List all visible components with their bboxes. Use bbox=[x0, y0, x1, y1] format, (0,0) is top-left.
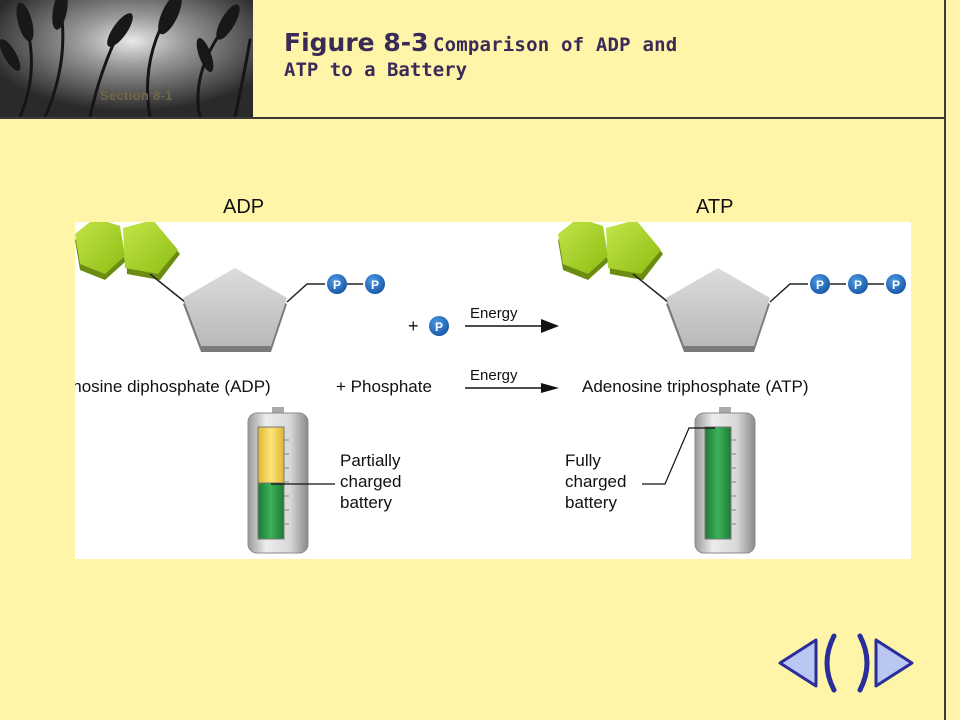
slide-right-border bbox=[944, 0, 960, 720]
adp-atp-diagram: P P + P Energy bbox=[42, 218, 911, 559]
phosphate-label: P bbox=[333, 278, 341, 292]
wheat-thumbnail-image: Section 8-1 bbox=[0, 0, 253, 117]
section-label: Section 8-1 bbox=[100, 88, 173, 103]
slide-title: Figure 8-3 Comparison of ADP and ATP to … bbox=[284, 28, 884, 81]
adp-label: ADP bbox=[223, 196, 265, 218]
title-line1: Comparison of ADP and bbox=[432, 34, 678, 56]
phosphate-group-icon: P P bbox=[325, 272, 387, 296]
back-arrow-icon bbox=[778, 633, 837, 693]
full-battery-line2: charged bbox=[565, 472, 626, 491]
phosphate-label: P bbox=[854, 278, 862, 292]
partial-battery-line1: Partially bbox=[340, 451, 401, 470]
full-battery-line1: Fully bbox=[565, 451, 601, 470]
atp-full-name: Adenosine triphosphate (ATP) bbox=[582, 377, 808, 396]
plus-phosphate-label: + Phosphate bbox=[336, 377, 432, 396]
adp-molecule: P P bbox=[75, 218, 387, 352]
header-divider bbox=[0, 117, 960, 119]
full-battery-caption: Fully charged battery bbox=[565, 451, 631, 512]
energy-arrow-icon bbox=[465, 319, 559, 333]
plus-sign: + bbox=[408, 316, 419, 336]
partial-battery-caption: Partially charged battery bbox=[340, 451, 406, 512]
phosphate-label: P bbox=[816, 278, 824, 292]
full-battery-line3: battery bbox=[565, 493, 617, 512]
energy-arrow-icon bbox=[465, 383, 559, 393]
forward-button[interactable] bbox=[850, 632, 920, 699]
atp-label: ATP bbox=[696, 196, 734, 218]
free-phosphate-icon: P bbox=[427, 314, 451, 338]
partially-charged-battery-icon bbox=[247, 407, 309, 554]
energy-label-bottom: Energy bbox=[470, 367, 518, 384]
back-button[interactable] bbox=[776, 632, 846, 699]
fully-charged-battery-icon bbox=[694, 407, 756, 554]
title-line2: ATP to a Battery bbox=[284, 59, 468, 81]
phosphate-label: P bbox=[892, 278, 900, 292]
phosphate-group-icon: P P P bbox=[808, 272, 908, 296]
partial-battery-line2: charged bbox=[340, 472, 401, 491]
phosphate-label: P bbox=[435, 320, 443, 334]
atp-molecule: P P P bbox=[558, 218, 908, 352]
adp-full-name: Adenosine diphosphate (ADP) bbox=[75, 377, 271, 396]
figure-number: Figure 8-3 bbox=[284, 28, 429, 57]
partial-battery-line3: battery bbox=[340, 493, 392, 512]
phosphate-label: P bbox=[371, 278, 379, 292]
energy-label-top: Energy bbox=[470, 305, 518, 322]
forward-arrow-icon bbox=[857, 633, 914, 693]
slide-header: Section 8-1 Figure 8-3 Comparison of ADP… bbox=[0, 0, 960, 118]
